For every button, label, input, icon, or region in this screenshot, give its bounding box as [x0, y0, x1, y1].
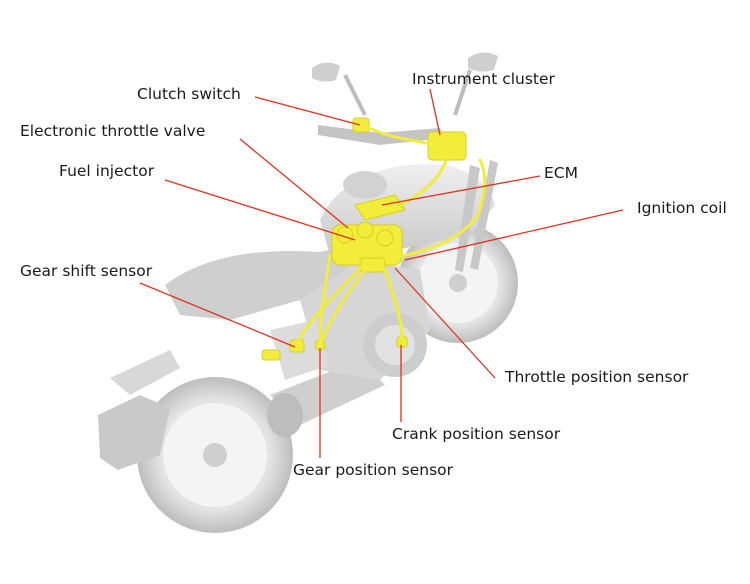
label-ignition-coil: Ignition coil	[637, 199, 727, 217]
leader-throttle-position-sensor	[394, 267, 496, 379]
ecm-part	[354, 194, 406, 221]
instrument-cluster-part	[427, 131, 467, 161]
label-instrument-cluster: Instrument cluster	[412, 70, 555, 88]
leader-lines	[139, 88, 624, 458]
leader-clutch-switch	[254, 96, 361, 126]
leader-gear-shift-sensor	[139, 282, 296, 348]
rear-wheel	[137, 377, 293, 533]
leader-ecm	[381, 175, 541, 206]
leader-instrument-cluster	[429, 88, 441, 136]
label-fuel-injector: Fuel injector	[59, 162, 155, 180]
exhaust	[267, 360, 385, 437]
front-wheel	[398, 223, 518, 343]
label-clutch-switch: Clutch switch	[137, 85, 241, 103]
throttle-body-part	[331, 221, 403, 273]
highlighted-components	[261, 117, 467, 361]
rear-fender	[98, 350, 180, 470]
label-throttle-position-sensor: Throttle position sensor	[505, 368, 689, 386]
leader-fuel-injector	[164, 179, 356, 241]
label-crank-position-sensor: Crank position sensor	[392, 425, 561, 443]
label-ecm: ECM	[544, 164, 578, 182]
label-gear-position-sensor: Gear position sensor	[293, 461, 454, 479]
wiring-harness	[294, 126, 487, 347]
handlebars-and-forks	[312, 52, 498, 272]
clutch-switch-part	[352, 117, 370, 133]
leader-ignition-coil	[404, 209, 624, 261]
leader-electronic-throttle-valve	[239, 138, 349, 229]
label-gear-shift-sensor: Gear shift sensor	[20, 262, 153, 280]
label-electronic-throttle-valve: Electronic throttle valve	[20, 122, 206, 140]
